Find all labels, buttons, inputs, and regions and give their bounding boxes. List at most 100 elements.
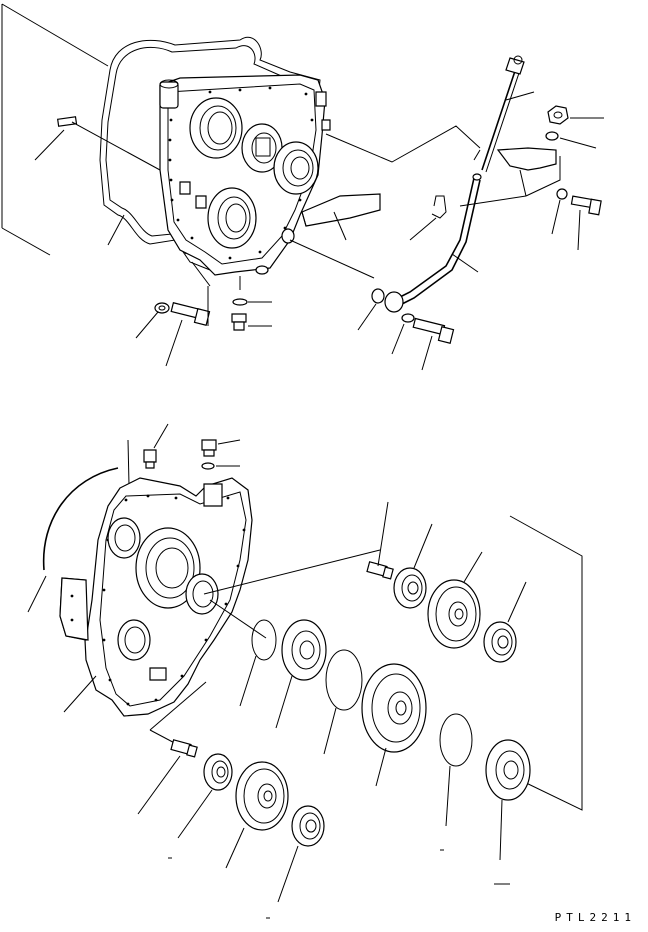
case-rib [150, 668, 166, 680]
bolt [171, 303, 209, 326]
leader-line [506, 92, 534, 100]
leader-line [500, 800, 502, 860]
snap-ring [440, 714, 472, 766]
cover-bore-lower [208, 188, 256, 248]
leader-line [150, 682, 206, 730]
leader-line [72, 122, 160, 170]
o-ring [233, 299, 247, 305]
plug [202, 440, 216, 456]
leader-line [460, 196, 526, 206]
leader-line [414, 524, 432, 568]
seal-ring [44, 468, 118, 570]
shaft [367, 562, 393, 579]
case-bolt-holes [70, 494, 246, 706]
leader-line [378, 502, 388, 566]
leader-line [240, 656, 256, 706]
cover-port [282, 229, 294, 243]
bolt [413, 318, 453, 343]
leader-line [334, 212, 346, 240]
nut [548, 106, 568, 124]
leader-line [376, 748, 386, 786]
leader-line [560, 138, 596, 148]
o-ring [202, 463, 214, 469]
cover-tab [196, 196, 206, 208]
leader-line [276, 676, 292, 728]
leader-line [474, 150, 480, 160]
case-bore-lower [118, 620, 150, 660]
case-bore-upper-left [108, 518, 140, 558]
gear [236, 762, 288, 830]
bearing [486, 740, 530, 800]
dipstick-bracket [498, 148, 556, 170]
leader-line [136, 312, 158, 338]
leader-line [464, 552, 482, 582]
leader-line [520, 170, 526, 196]
gasket [100, 37, 320, 270]
spacer-ring [252, 620, 276, 660]
case-boss [204, 484, 222, 506]
cover-boss-top [160, 80, 178, 88]
cover-boss [160, 82, 178, 108]
case-bore-right [186, 574, 218, 614]
leader-line [64, 676, 96, 712]
dipstick-guide-tube [385, 174, 481, 312]
leader-line [552, 200, 560, 234]
leader-line [166, 320, 182, 366]
cover-tab [316, 92, 326, 106]
cover-tab [322, 120, 330, 130]
leader-line [452, 254, 478, 272]
bracket [302, 194, 380, 226]
cover-bore-upper [190, 98, 242, 158]
leader-line [526, 156, 560, 196]
leader-line [154, 424, 168, 448]
leader-line [226, 828, 244, 868]
leader-line [578, 210, 580, 250]
bearing [484, 622, 516, 662]
washer [546, 132, 558, 140]
leader-line [508, 582, 526, 622]
cover-flange [168, 84, 316, 264]
drawing-code: PTL2211 [554, 911, 636, 924]
leader-line [28, 576, 46, 612]
leader-line [204, 550, 380, 594]
bearing [282, 620, 326, 680]
leader-line [290, 240, 374, 278]
cover-port [256, 266, 268, 274]
case-side-flange [60, 578, 88, 640]
washer [155, 303, 169, 313]
leader-line [326, 126, 480, 162]
leader-line [2, 228, 50, 255]
transfer-case-flange [100, 492, 246, 706]
leader-line [446, 766, 450, 826]
leader-line [410, 218, 436, 240]
leader-line [422, 336, 432, 370]
gear [428, 580, 480, 648]
dowel-pin [35, 117, 76, 160]
leader-line [392, 324, 404, 354]
shaft [171, 740, 197, 757]
leader-line [138, 756, 180, 814]
o-ring [372, 289, 384, 303]
leader-line [108, 215, 124, 245]
leader-line [192, 262, 210, 286]
breather [144, 450, 156, 468]
cover-tab [180, 182, 190, 194]
leader-line [510, 516, 582, 810]
washer [402, 314, 414, 322]
leader-line [358, 304, 376, 330]
gasket-inner-edge [106, 46, 312, 254]
bearing [204, 754, 232, 790]
bearing [394, 568, 426, 608]
snap-ring [326, 650, 362, 710]
plug [232, 314, 246, 330]
washer [557, 189, 567, 199]
bolt [571, 196, 601, 215]
leader-line [218, 440, 240, 444]
leader-line [178, 790, 212, 838]
gear [362, 664, 426, 752]
leader-line [324, 708, 336, 754]
dipstick [482, 56, 524, 172]
leader-line [2, 4, 108, 66]
